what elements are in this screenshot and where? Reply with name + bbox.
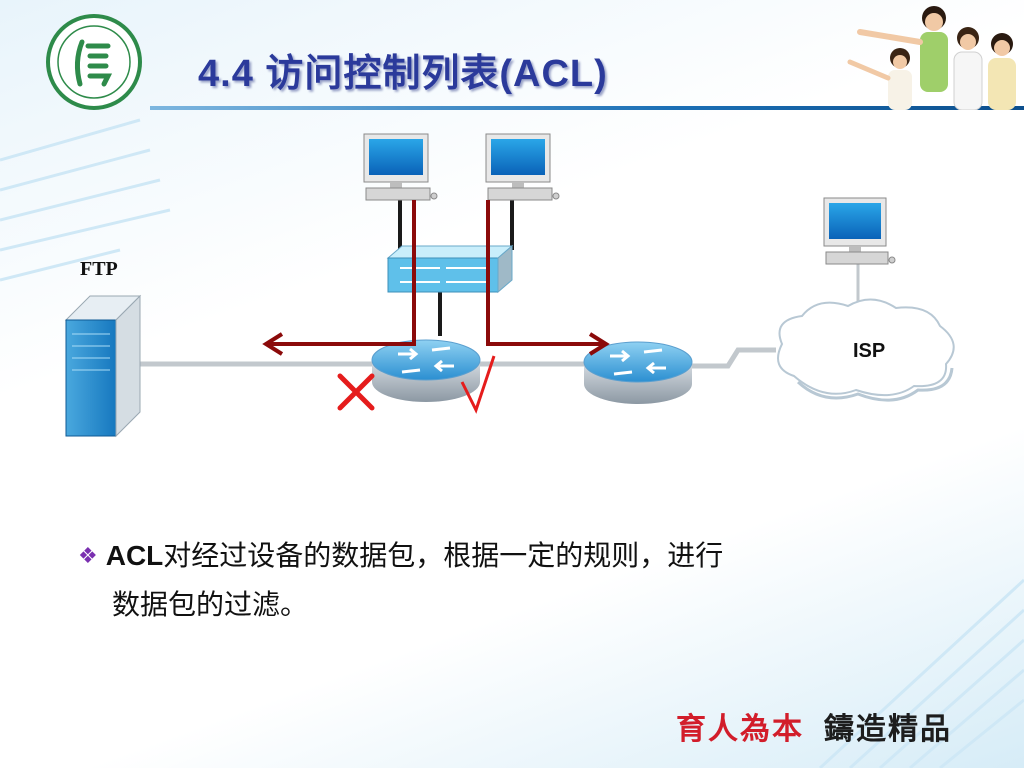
bullet-text-line2: 数据包的过滤。 [112,588,309,621]
page-title: 4.4 访问控制列表(ACL) [198,53,608,95]
permit-mark-icon [460,355,496,414]
denied-path-arrow [268,200,416,346]
server-icon [64,294,142,438]
school-logo-icon [46,14,142,110]
people-illustration [847,6,1016,110]
ftp-label: FTP [80,258,118,280]
isp-label: ISP [853,340,886,362]
network-diagram [64,133,955,438]
pc-icon [823,197,896,265]
footer-motto: 育人為本鑄造精品 [676,704,952,748]
bullet-lead: ACL [105,540,164,571]
pc-icon [485,133,560,201]
switch-icon [386,244,514,294]
denied-arrowhead [262,332,284,356]
footer-motto-right: 鑄造精品 [824,712,952,747]
link-router2-isp [690,347,776,369]
switch-links [398,200,514,336]
permitted-arrowhead [588,332,610,356]
title-divider [150,106,1024,110]
cloud-icon [777,298,955,402]
traffic-arrows [262,200,610,356]
network-links [138,260,860,369]
permitted-path-arrow [486,200,604,346]
router-icon [371,339,481,402]
deny-mark-icon [337,373,375,411]
pc-icon [363,133,438,201]
bullet-diamond-icon: ❖ [78,544,98,569]
bullet-point: ❖ ACL对经过设备的数据包，根据一定的规则，进行 数据包的过滤。 [78,532,998,629]
footer-motto-left: 育人為本 [676,712,804,747]
router-icon [583,341,693,404]
bullet-text-line1: 对经过设备的数据包，根据一定的规则，进行 [163,539,724,572]
